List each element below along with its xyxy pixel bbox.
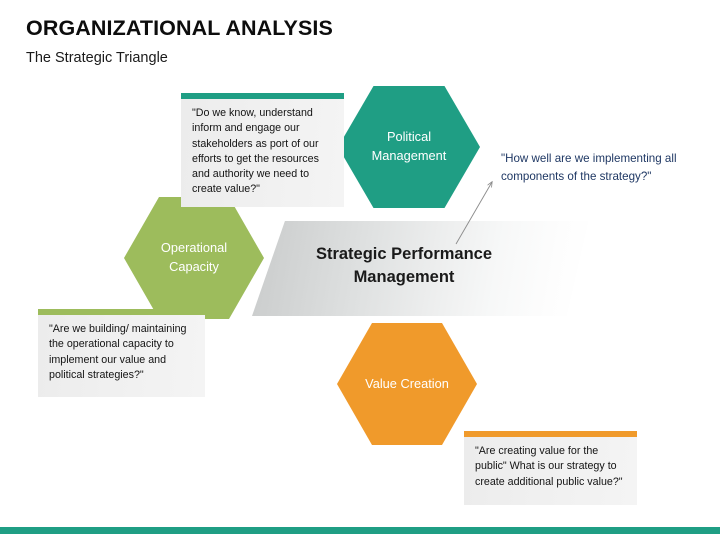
- strategic-performance-label: Strategic Performance Management: [315, 245, 493, 287]
- callout-value-accent-bar: [464, 431, 637, 437]
- node-operational-capacity-label: Operational Capacity: [160, 240, 228, 274]
- node-value-creation-label: Value Creation: [365, 375, 449, 391]
- node-value-creation[interactable]: Value Creation: [337, 323, 477, 445]
- note-strategy-implementation: "How well are we implementing all compon…: [501, 152, 677, 183]
- page-title: ORGANIZATIONAL ANALYSIS: [26, 16, 333, 40]
- callout-value-creation[interactable]: "Are creating value for the public" What…: [464, 431, 637, 505]
- strategic-performance-trapezoid: [252, 221, 588, 316]
- callout-operational-text: "Are we building/ maintaining the operat…: [38, 315, 205, 397]
- callout-political-accent-bar: [181, 93, 344, 99]
- footer-accent-bar: [0, 527, 720, 534]
- callout-value-text: "Are creating value for the public" What…: [464, 437, 637, 505]
- callout-political-management[interactable]: "Do we know, understand inform and engag…: [181, 93, 344, 207]
- node-operational-capacity[interactable]: Operational Capacity: [124, 197, 264, 319]
- callout-operational-accent-bar: [38, 309, 205, 315]
- page-subtitle: The Strategic Triangle: [26, 50, 168, 66]
- callout-political-text: "Do we know, understand inform and engag…: [181, 99, 344, 207]
- callout-operational-capacity[interactable]: "Are we building/ maintaining the operat…: [38, 309, 205, 397]
- node-political-management-label: Political Management: [371, 129, 447, 163]
- node-political-management[interactable]: Political Management: [338, 86, 480, 208]
